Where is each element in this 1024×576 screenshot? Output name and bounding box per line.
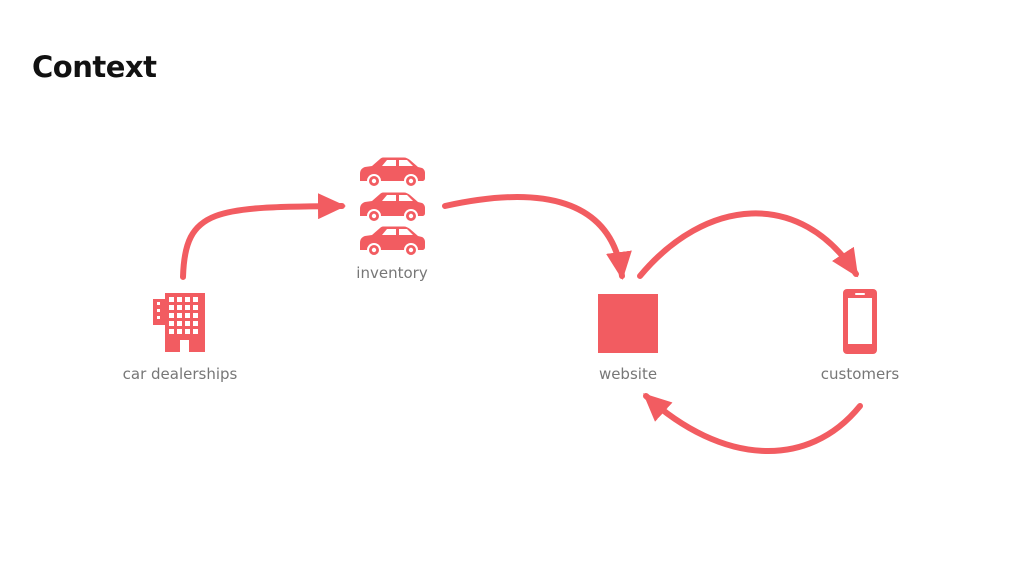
car-icon	[360, 192, 425, 223]
square-icon	[598, 294, 658, 353]
inventory-label: inventory	[356, 264, 428, 282]
building-icon	[153, 293, 205, 352]
smartphone-icon	[843, 289, 877, 354]
arrow-dealerships-to-inventory	[180, 193, 346, 280]
car-icon	[360, 226, 425, 257]
arrow-website-to-customers	[637, 210, 859, 279]
arrow-inventory-to-website	[442, 194, 632, 280]
car-icon	[360, 157, 425, 188]
page-title: Context	[32, 50, 157, 84]
website-label: website	[598, 365, 658, 383]
arrow-customers-to-website	[643, 393, 863, 455]
dealerships-label: car dealerships	[122, 365, 238, 383]
customers-label: customers	[820, 365, 900, 383]
